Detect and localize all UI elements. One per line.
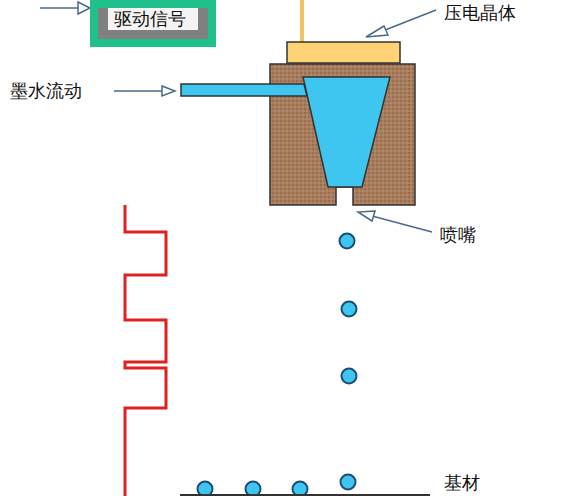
ink-chamber <box>303 77 390 187</box>
part-label: 墨水流动 <box>10 80 82 102</box>
piezo-crystal <box>287 42 400 63</box>
signal-wire <box>300 0 304 42</box>
ink-droplet <box>198 234 357 496</box>
signal-box: 驱动信号 <box>90 0 216 47</box>
part-label: 基材 <box>444 472 480 494</box>
substrate-line <box>180 494 430 496</box>
pointer-arrow <box>40 2 90 14</box>
part-label: 压电晶体 <box>444 2 516 24</box>
pointer-arrow <box>114 86 175 96</box>
leader-arrow <box>366 10 436 37</box>
signal-text: 驱动信号 <box>108 8 198 30</box>
leader-arrow <box>358 211 432 232</box>
ink-inlet <box>181 84 307 96</box>
drive-waveform <box>125 205 166 496</box>
part-label: 喷嘴 <box>440 224 476 246</box>
